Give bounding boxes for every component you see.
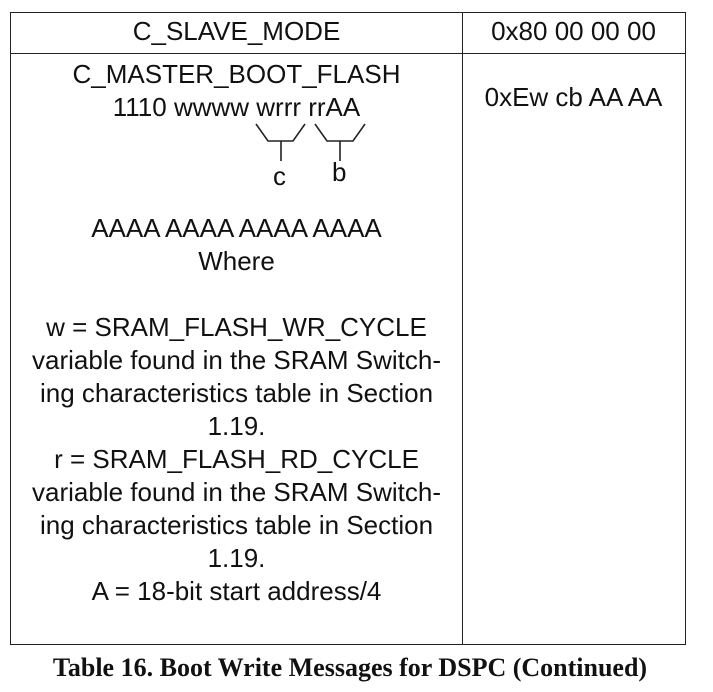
header-row-divider bbox=[11, 53, 685, 54]
w-definition-line-3: ing characteristics table in Section bbox=[39, 378, 434, 408]
message-details: AAAA AAAA AAAA AAAA Where w = SRAM_FLASH… bbox=[11, 212, 462, 608]
spacer bbox=[11, 278, 462, 311]
r-definition-line-3: ing characteristics table in Section bbox=[39, 510, 434, 540]
r-definition-line-1: r = SRAM_FLASH_RD_CYCLE bbox=[54, 444, 419, 474]
table-caption: Table 16. Boot Write Messages for DSPC (… bbox=[52, 653, 648, 682]
address-bits: AAAA AAAA AAAA AAAA bbox=[91, 213, 382, 243]
r-definition-line-4: 1.19. bbox=[207, 543, 266, 573]
brace-b-label: b bbox=[332, 157, 346, 187]
r-definition-line-2: variable found in the SRAM Switch- bbox=[32, 477, 441, 507]
brace-c-label: c bbox=[273, 161, 286, 191]
boot-write-messages-table: C_SLAVE_MODE 0x80 00 00 00 C_MASTER_BOOT… bbox=[10, 12, 686, 645]
w-definition-line-2: variable found in the SRAM Switch- bbox=[32, 345, 441, 375]
brace-c-shape bbox=[255, 123, 306, 161]
message-code-cell: 0xEw cb AA AA bbox=[484, 82, 663, 112]
w-definition-line-1: w = SRAM_FLASH_WR_CYCLE bbox=[46, 312, 427, 342]
w-definition-line-4: 1.19. bbox=[207, 411, 266, 441]
column-divider bbox=[462, 13, 463, 644]
message-description-cell: C_MASTER_BOOT_FLASH 1110 wwww wrrr rrAA bbox=[11, 58, 462, 124]
brace-b-shape bbox=[314, 123, 366, 161]
header-cell-mode: C_SLAVE_MODE bbox=[132, 16, 341, 46]
where-label: Where bbox=[198, 246, 275, 276]
bit-pattern: 1110 wwww wrrr rrAA bbox=[112, 92, 361, 122]
bit-field-braces: c b bbox=[255, 123, 366, 191]
a-definition: A = 18-bit start address/4 bbox=[91, 576, 382, 606]
header-cell-code: 0x80 00 00 00 bbox=[491, 16, 656, 46]
message-title: C_MASTER_BOOT_FLASH bbox=[72, 59, 401, 89]
